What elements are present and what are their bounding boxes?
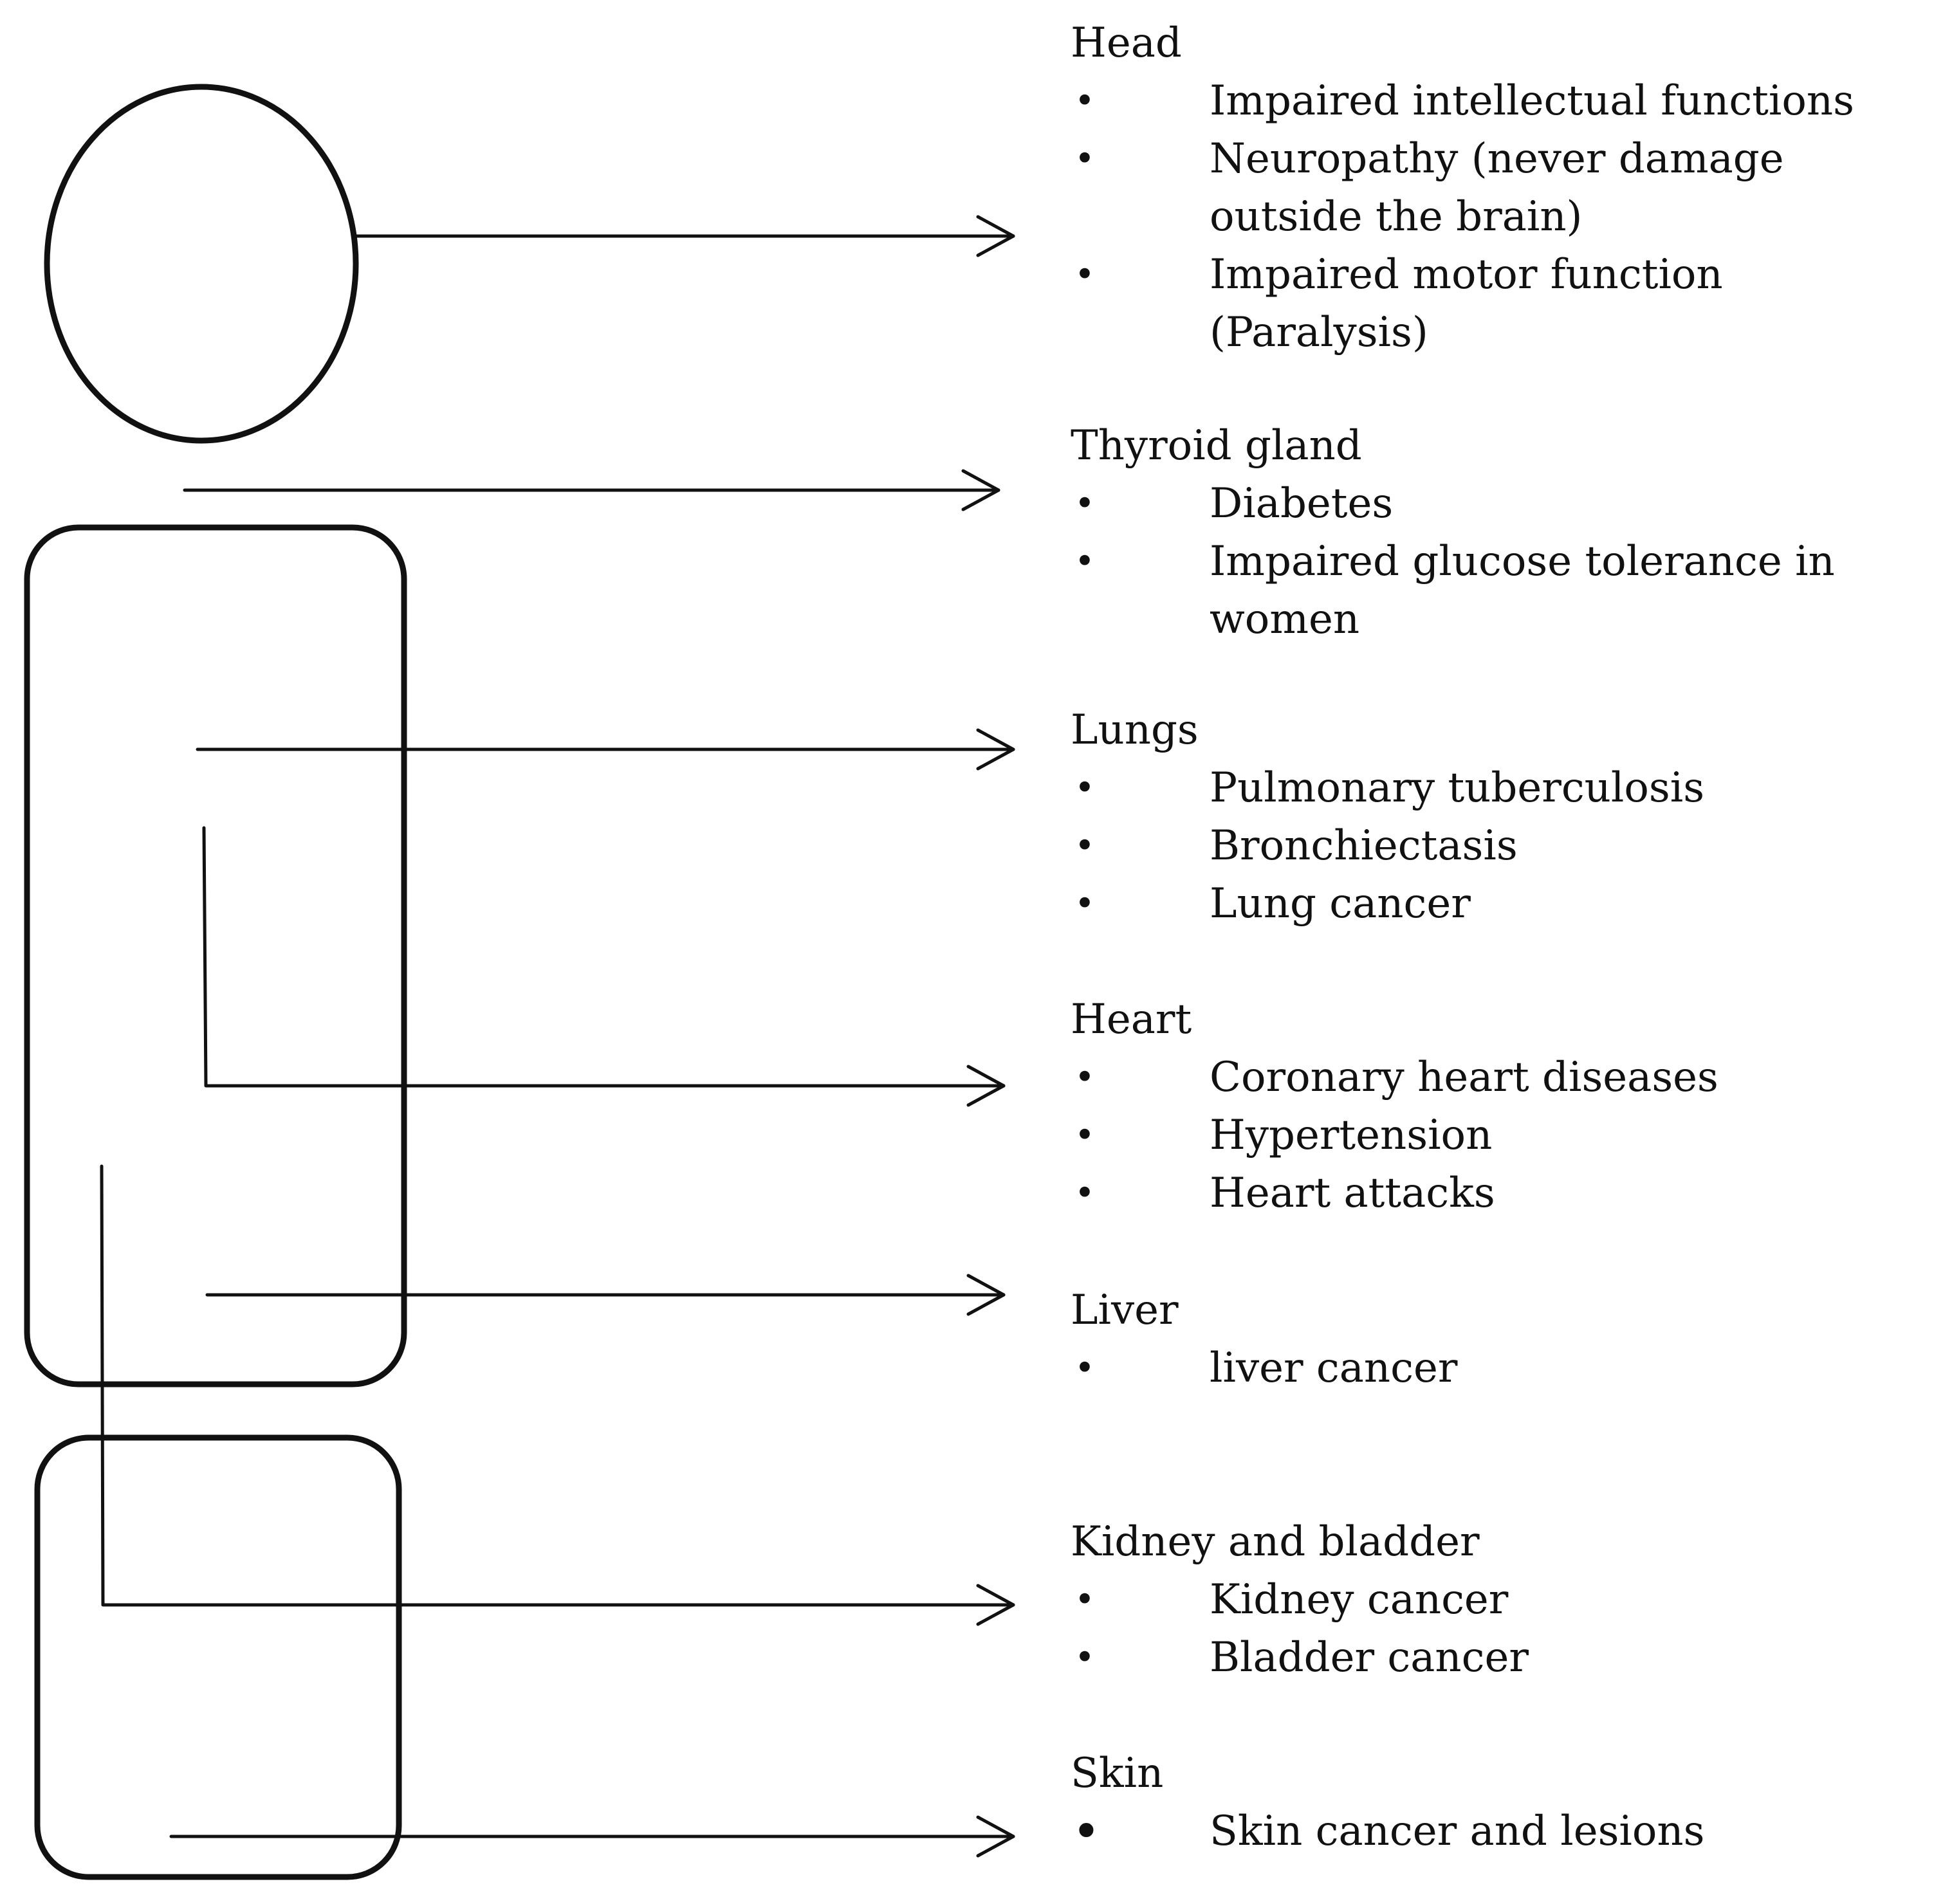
list-item: •Bronchiectasis [1071,817,1926,875]
bullet: • [1074,483,1095,524]
bullet: • [1074,1637,1095,1678]
bullet: • [1074,825,1095,866]
list-item: •Hypertension [1071,1106,1926,1164]
section-title-lungs: Lungs [1071,706,1199,754]
section-thyroid: Thyroid gland •Diabetes •Impaired glucos… [1071,417,1926,648]
list-item: •Neuropathy (never damage outside the br… [1071,130,1926,246]
bullet: • [1074,1173,1095,1213]
lower-body-outline [34,1434,402,1880]
list-item: •Kidney cancer [1071,1571,1926,1629]
bullet: • [1074,1115,1095,1155]
bullet: • [1074,767,1095,808]
list-item: •Bladder cancer [1071,1629,1926,1687]
bullet: • [1074,138,1095,179]
arrow-lungs [196,728,1015,771]
bullet: • [1074,80,1095,121]
bullet: • [1074,883,1095,924]
list-item: •Lung cancer [1071,875,1926,933]
section-title-heart: Heart [1071,996,1192,1043]
section-title-kidney-bladder: Kidney and bladder [1071,1518,1480,1566]
list-item: •Impaired glucose tolerance in women [1071,533,1926,648]
list-item: •Impaired motor function (Paralysis) [1071,246,1926,362]
list-item: •liver cancer [1071,1339,1926,1397]
arrow-head [354,215,1015,257]
section-title-thyroid: Thyroid gland [1071,422,1362,470]
section-lungs: Lungs •Pulmonary tuberculosis •Bronchiec… [1071,701,1926,933]
section-skin: Skin •Skin cancer and lesions [1071,1744,1926,1860]
bullet: • [1072,1802,1101,1860]
bullet: • [1074,1057,1095,1097]
head-outline [44,84,359,444]
section-title-head: Head [1071,19,1182,67]
arrow-thyroid [183,469,1000,511]
section-head: Head •Impaired intellectual functions •N… [1071,14,1926,362]
list-item: •Pulmonary tuberculosis [1071,759,1926,817]
arrow-skin [169,1815,1015,1858]
list-item: •Heart attacks [1071,1164,1926,1222]
section-title-liver: Liver [1071,1286,1179,1334]
list-item: •Skin cancer and lesions [1072,1802,1705,1860]
bullet: • [1074,254,1095,295]
arrow-liver [205,1274,1006,1316]
arrow-heart [202,826,1006,1107]
arrow-kidney-bladder [100,1164,1015,1626]
section-title-skin: Skin [1071,1750,1164,1797]
bullet: • [1074,1348,1095,1388]
section-kidney-bladder: Kidney and bladder •Kidney cancer •Bladd… [1071,1513,1926,1687]
list-item: •Coronary heart diseases [1071,1048,1926,1106]
section-heart: Heart •Coronary heart diseases •Hyperten… [1071,991,1926,1222]
section-liver: Liver •liver cancer [1071,1281,1926,1397]
list-item: •Diabetes [1071,475,1926,533]
list-item: •Impaired intellectual functions [1071,72,1926,130]
bullet: • [1074,541,1095,581]
torso-outline [24,524,407,1387]
bullet: • [1074,1579,1095,1620]
